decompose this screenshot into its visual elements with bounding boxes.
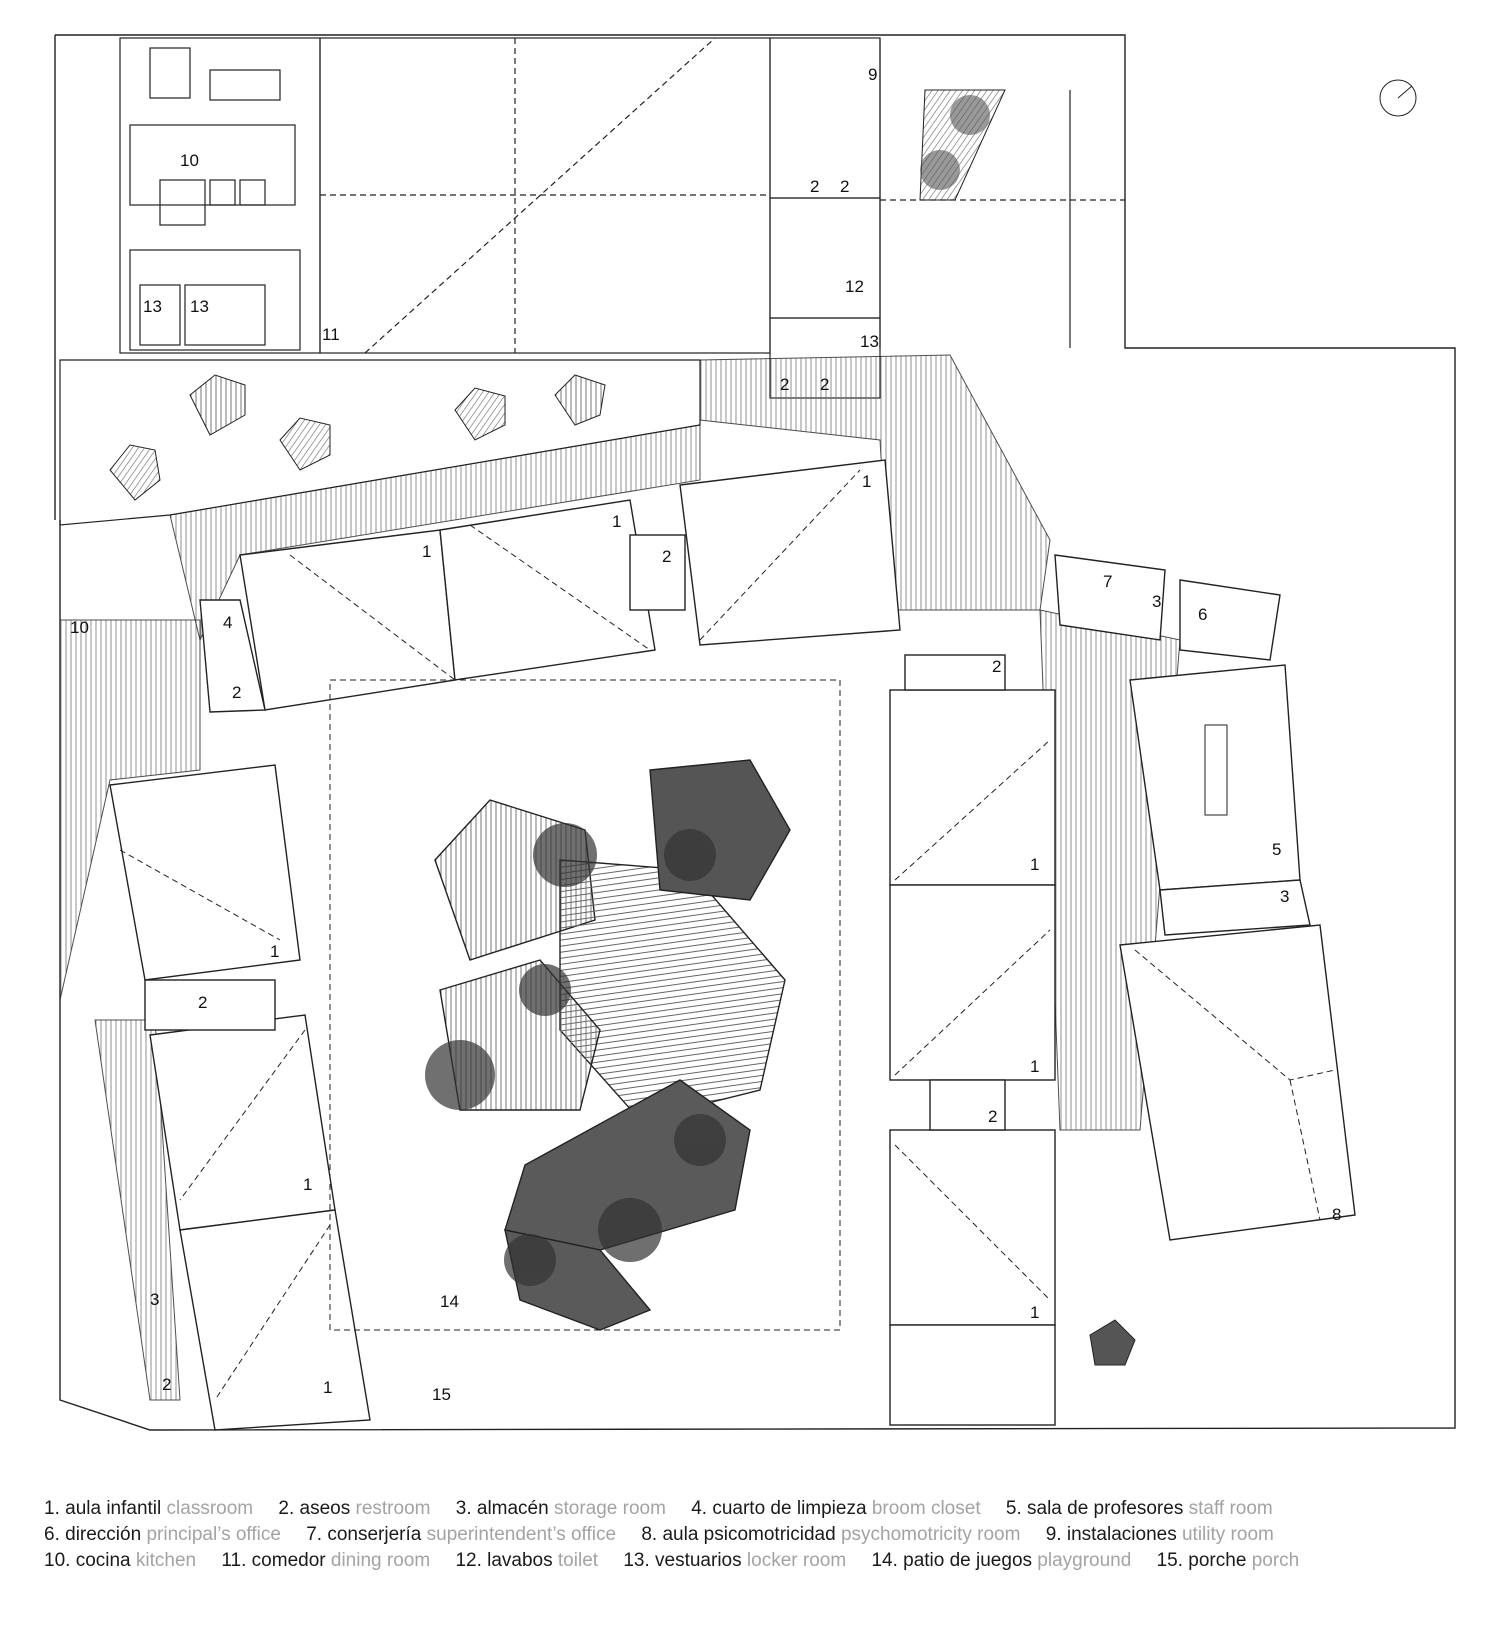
legend-item: 10. cocina kitchen bbox=[44, 1550, 197, 1571]
classrooms-west bbox=[109, 764, 371, 1431]
svg-text:1: 1 bbox=[270, 942, 279, 961]
svg-text:2: 2 bbox=[162, 1375, 171, 1394]
legend-item: 7. conserjería superintendent’s office bbox=[306, 1524, 617, 1545]
legend-item: 3. almacén storage room bbox=[455, 1498, 666, 1519]
legend-item: 9. instalaciones utility room bbox=[1045, 1524, 1274, 1545]
svg-text:2: 2 bbox=[662, 547, 671, 566]
room-labels: 10 11 13 13 9 2 2 12 13 2 2 10 4 2 1 1 1… bbox=[70, 65, 1341, 1404]
east-pentagon bbox=[1089, 1319, 1136, 1366]
staff-table bbox=[1204, 724, 1228, 816]
classrooms-north bbox=[199, 459, 901, 713]
svg-text:7: 7 bbox=[1103, 572, 1112, 591]
legend-item: 14. patio de juegos playground bbox=[871, 1550, 1132, 1571]
svg-text:13: 13 bbox=[860, 332, 879, 351]
psychomotricity-dashes bbox=[1134, 949, 1336, 1221]
svg-text:1: 1 bbox=[1030, 1303, 1039, 1322]
legend-row: 10. cocina kitchen 11. comedor dining ro… bbox=[44, 1548, 1484, 1574]
svg-text:2: 2 bbox=[840, 177, 849, 196]
legend-item: 8. aula psicomotricidad psychomotricity … bbox=[641, 1524, 1021, 1545]
svg-text:1: 1 bbox=[323, 1378, 332, 1397]
svg-text:2: 2 bbox=[988, 1107, 997, 1126]
legend-row: 1. aula infantil classroom 2. aseos rest… bbox=[44, 1496, 1484, 1522]
svg-text:11: 11 bbox=[322, 325, 340, 344]
svg-text:12: 12 bbox=[845, 277, 864, 296]
svg-text:3: 3 bbox=[1152, 592, 1161, 611]
dining-room bbox=[319, 37, 771, 354]
legend-row: 6. dirección principal’s office 7. conse… bbox=[44, 1522, 1484, 1548]
svg-text:3: 3 bbox=[150, 1290, 159, 1309]
svg-text:1: 1 bbox=[1030, 1057, 1039, 1076]
svg-text:2: 2 bbox=[232, 683, 241, 702]
site-boundary bbox=[54, 34, 1456, 1431]
svg-text:1: 1 bbox=[422, 542, 431, 561]
svg-text:1: 1 bbox=[303, 1175, 312, 1194]
svg-text:10: 10 bbox=[70, 618, 89, 637]
svg-text:1: 1 bbox=[1030, 855, 1039, 874]
legend-item: 13. vestuarios locker room bbox=[623, 1550, 847, 1571]
legend-item: 2. aseos restroom bbox=[278, 1498, 431, 1519]
svg-text:5: 5 bbox=[1272, 840, 1281, 859]
playground-boundary bbox=[329, 679, 841, 1331]
legend-item: 6. dirección principal’s office bbox=[44, 1524, 281, 1545]
svg-text:10: 10 bbox=[180, 151, 199, 170]
classroom-diagonals-north bbox=[289, 469, 861, 681]
svg-text:14: 14 bbox=[440, 1292, 459, 1311]
classrooms-east bbox=[889, 654, 1056, 1426]
svg-text:15: 15 bbox=[432, 1385, 451, 1404]
classroom-diagonals-east bbox=[894, 739, 1051, 1301]
legend-item: 12. lavabos toilet bbox=[455, 1550, 599, 1571]
svg-text:3: 3 bbox=[1280, 887, 1289, 906]
kitchen-block bbox=[119, 37, 321, 354]
legend-item: 5. sala de profesores staff room bbox=[1005, 1498, 1273, 1519]
play-circles bbox=[425, 823, 726, 1286]
svg-text:2: 2 bbox=[780, 375, 789, 394]
svg-text:4: 4 bbox=[223, 613, 232, 632]
svg-text:1: 1 bbox=[612, 512, 621, 531]
svg-text:2: 2 bbox=[820, 375, 829, 394]
legend: 1. aula infantil classroom 2. aseos rest… bbox=[44, 1496, 1484, 1574]
svg-text:13: 13 bbox=[143, 297, 162, 316]
legend-item: 11. comedor dining room bbox=[221, 1550, 431, 1571]
legend-item: 4. cuarto de limpieza broom closet bbox=[691, 1498, 981, 1519]
svg-text:2: 2 bbox=[992, 657, 1001, 676]
svg-text:8: 8 bbox=[1332, 1205, 1341, 1224]
svg-text:9: 9 bbox=[868, 65, 877, 84]
floor-plan: 10 11 13 13 9 2 2 12 13 2 2 10 4 2 1 1 1… bbox=[54, 34, 1456, 1431]
svg-text:2: 2 bbox=[810, 177, 819, 196]
play-pentagons bbox=[434, 759, 791, 1331]
east-wing bbox=[1054, 554, 1356, 1241]
legend-item: 15. porche porch bbox=[1156, 1550, 1300, 1571]
svg-text:2: 2 bbox=[198, 993, 207, 1012]
svg-text:1: 1 bbox=[862, 472, 871, 491]
north-arrow-icon bbox=[1379, 79, 1417, 117]
svg-text:13: 13 bbox=[190, 297, 209, 316]
svg-text:6: 6 bbox=[1198, 605, 1207, 624]
classroom-diagonals-west bbox=[119, 849, 331, 1401]
legend-item: 1. aula infantil classroom bbox=[44, 1498, 254, 1519]
